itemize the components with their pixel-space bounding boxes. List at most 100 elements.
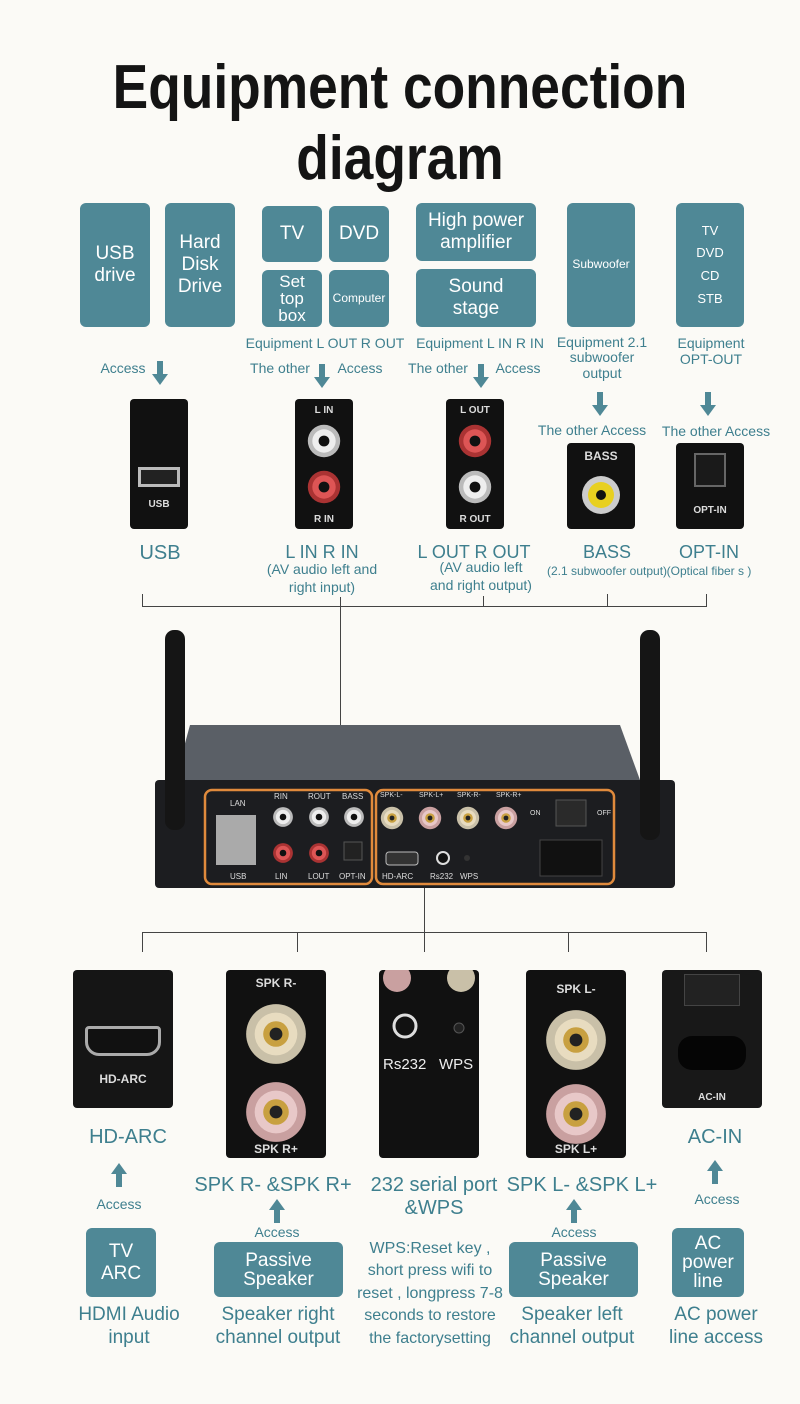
wps-text: WPS — [439, 1056, 474, 1073]
hdd-label: Hard Disk Drive — [177, 232, 223, 297]
access-label: Access — [694, 1191, 740, 1207]
wps-description: WPS:Reset key , short press wifi to rese… — [357, 1240, 503, 1347]
panel-spk-r-plus: SPK-R+ — [496, 792, 522, 799]
hd-arc-label: HD-ARC — [89, 1126, 167, 1148]
ac-power-line-box: AC power line — [672, 1228, 744, 1297]
lin-text: L IN — [314, 405, 334, 416]
source-stb: STB — [697, 290, 723, 306]
stb-label: Set top box — [278, 272, 306, 325]
connector-line — [706, 932, 707, 952]
panel-rs232: Rs232 — [430, 872, 454, 881]
rout-text: R OUT — [459, 514, 491, 525]
ac-power-line-label: AC power line — [682, 1233, 734, 1292]
spk-r-plus-text: SPK R+ — [254, 1142, 298, 1156]
panel-off: OFF — [597, 810, 611, 817]
source-cd: CD — [700, 268, 720, 283]
arrow-down-icon — [473, 364, 489, 388]
tv-arc-box: TV ARC — [86, 1228, 156, 1297]
panel-rout: ROUT — [308, 792, 331, 801]
panel-spk-l-plus: SPK-L+ — [419, 792, 444, 799]
spk-r-label: SPK R- &SPK R+ — [194, 1174, 352, 1196]
arrow-down-icon — [700, 392, 716, 416]
rs232-text: Rs232 — [383, 1056, 427, 1073]
arrow-down-icon — [152, 361, 168, 385]
ac-power-desc: AC power line access — [669, 1304, 763, 1348]
panel-usb: USB — [230, 872, 247, 881]
panel-lan: LAN — [230, 799, 246, 808]
sound-stage-label: Sound stage — [448, 276, 504, 319]
spk-l-minus-text: SPK L- — [556, 982, 596, 996]
tv-label: TV — [279, 223, 305, 245]
lout-rout-port-image: L OUT R OUT — [446, 399, 504, 529]
amplifier-box: High power amplifier — [416, 203, 536, 261]
spk-r-port-image: SPK R- SPK R+ — [226, 970, 326, 1158]
rin-text: R IN — [314, 514, 334, 525]
access-label: Access — [495, 360, 541, 376]
access-label: Access — [100, 360, 146, 376]
opt-in-text: OPT-IN — [693, 505, 727, 516]
access-label: Access — [551, 1224, 597, 1240]
access-label: Access — [254, 1224, 300, 1240]
passive-speaker-right-box: Passive Speaker — [214, 1242, 343, 1297]
hd-arc-port-image: HD-ARC — [73, 970, 173, 1108]
page-title: Equipment connection diagram — [112, 53, 688, 193]
panel-lin: LIN — [275, 872, 288, 881]
opt-in-port-image: OPT-IN — [676, 443, 744, 529]
subwoofer-label: Subwoofer — [572, 257, 630, 272]
the-other-access-label: The other Access — [661, 423, 771, 439]
connector-line — [568, 932, 569, 952]
the-other-label: The other — [408, 360, 468, 376]
caption-equipment-sub: Equipment 2.1 subwoofer output — [556, 334, 648, 381]
panel-bass: BASS — [342, 792, 364, 801]
passive-speaker-left-box: Passive Speaker — [509, 1242, 638, 1297]
optical-sources-box: TV DVD CD STB — [676, 203, 744, 327]
spk-l-port-image: SPK L- SPK L+ — [526, 970, 626, 1158]
lin-rin-port-image: L IN R IN — [295, 399, 353, 529]
computer-box: Computer — [329, 270, 389, 327]
arrow-up-icon — [566, 1199, 582, 1223]
arrow-down-icon — [592, 392, 608, 416]
passive-speaker-label: Passive Speaker — [538, 1249, 609, 1290]
connector-line — [706, 594, 707, 606]
arrow-up-icon — [111, 1163, 127, 1187]
speaker-left-desc: Speaker left channel output — [509, 1304, 635, 1348]
opt-in-sub: (Optical fiber s ) — [666, 564, 752, 578]
lout-text: L OUT — [460, 405, 490, 416]
arrow-up-icon — [707, 1160, 723, 1184]
panel-hd-arc: HD-ARC — [382, 872, 414, 881]
lout-rout-sub: (AV audio left and right output) — [430, 559, 532, 594]
tv-arc-label: TV ARC — [100, 1240, 142, 1284]
hdmi-desc: HDMI Audio input — [78, 1304, 180, 1348]
hd-arc-text: HD-ARC — [99, 1072, 147, 1086]
caption-equipment-out: Equipment L OUT R OUT — [245, 335, 405, 351]
connector-line — [340, 597, 341, 797]
spk-r-minus-text: SPK R- — [255, 976, 297, 990]
connector-line — [142, 932, 143, 952]
connector-line — [424, 888, 425, 932]
hdd-box: Hard Disk Drive — [165, 203, 235, 327]
subwoofer-box: Subwoofer — [567, 203, 635, 327]
connector-line — [607, 594, 608, 606]
panel-rin: RIN — [274, 792, 288, 801]
amplifier-device-image: LAN RIN ROUT BASS USB LIN LOUT OPT-IN SP… — [150, 630, 680, 895]
bass-sub: (2.1 subwoofer output) — [546, 564, 668, 578]
connector-line — [483, 596, 484, 606]
panel-spk-r-minus: SPK-R- — [457, 792, 481, 799]
arrow-down-icon — [314, 364, 330, 388]
lin-rin-sub: (AV audio left and right input) — [266, 561, 378, 596]
opt-in-label: OPT-IN — [678, 542, 740, 562]
rs232-wps-port-image: Rs232 WPS — [379, 970, 479, 1158]
connector-line — [142, 606, 707, 607]
spk-l-plus-text: SPK L+ — [554, 1142, 598, 1156]
connector-line — [297, 932, 298, 952]
connector-line — [142, 594, 143, 606]
caption-equipment-in: Equipment L IN R IN — [416, 335, 544, 351]
panel-opt-in: OPT-IN — [339, 872, 366, 881]
spk-l-label: SPK L- &SPK L+ — [506, 1174, 658, 1196]
arrow-up-icon — [269, 1199, 285, 1223]
the-other-access-label: The other Access — [537, 422, 647, 438]
lin-rin-label: L IN R IN — [285, 542, 359, 562]
ac-in-label: AC-IN — [687, 1126, 743, 1148]
caption-equipment-opt: Equipment OPT-OUT — [677, 335, 745, 368]
usb-drive-box: USB drive — [80, 203, 150, 327]
